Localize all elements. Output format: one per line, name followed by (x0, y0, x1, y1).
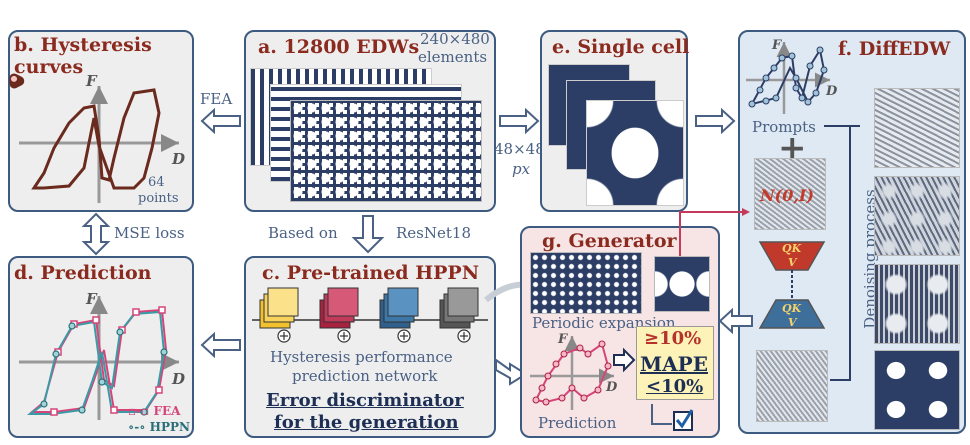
mse-loss-label: MSE loss (114, 224, 185, 242)
edw-size-2: elements (418, 48, 488, 66)
feedback-line (679, 208, 750, 256)
legend-hppn-text: HPPN (149, 420, 190, 434)
panel-a-title: a. 12800 EDWs (258, 36, 420, 58)
resnet-label: ResNet18 (396, 224, 471, 242)
based-on-label: Based on (268, 224, 338, 242)
mse-double-arrow (81, 212, 111, 256)
unet-block (758, 241, 826, 329)
error-disc-1: Error discriminator (266, 390, 464, 411)
axis-d-b: D (172, 150, 186, 168)
arrow-hppn-to-generator (495, 358, 528, 386)
qkv-bottom-label: QK (782, 302, 802, 315)
axis-f-d: F (86, 290, 97, 308)
mape-lt10: <10% (646, 376, 704, 397)
axis-d-g: D (606, 380, 618, 395)
mape-label: MAPE (640, 352, 708, 376)
network-blocks (252, 287, 488, 343)
panel-e-title: e. Single cell (552, 36, 690, 58)
axis-f-g: F (558, 332, 568, 347)
mape-box (636, 326, 714, 400)
curve-point (9, 74, 19, 84)
prompts-label: Prompts (752, 118, 816, 136)
panel-d-title: d. Prediction (14, 262, 152, 284)
edw-stack-3 (290, 100, 482, 202)
mape-ge10: ≥10% (644, 328, 702, 349)
checkbox-icon (651, 404, 694, 431)
generated-cell (654, 256, 710, 312)
legend-fea: ▫-▫ FEA (128, 404, 180, 418)
axis-f-b: F (86, 72, 97, 90)
v-bottom-label: V (788, 316, 797, 329)
down-arrow-to-hppn (351, 215, 385, 254)
panel-b-title-1: b. Hysteresis (14, 34, 152, 56)
periodic-pattern (530, 252, 642, 314)
cell-size-2: px (512, 160, 531, 178)
panel-g-title: g. Generator (542, 230, 677, 252)
points-label-2: points (138, 191, 179, 206)
prediction-label: Prediction (538, 414, 617, 432)
axis-f-f: F (772, 38, 782, 53)
hysteresis-plot (9, 73, 179, 203)
panel-c-title: c. Pre-trained HPPN (262, 262, 480, 284)
right-arrow-to-cell (499, 107, 540, 135)
left-arrow-to-prediction (200, 331, 241, 359)
legend-hppn: ∘-∘ HPPN (128, 420, 190, 434)
fea-connector-label: FEA (200, 90, 233, 108)
v-top-label: V (788, 256, 797, 269)
cell-stack-3 (586, 100, 684, 206)
legend-fea-marker: ▫-▫ (128, 404, 154, 418)
diffedw-prompt-curve (746, 42, 830, 114)
noise-label: N(0,I) (760, 186, 814, 205)
legend-hppn-marker: ∘-∘ (128, 420, 150, 434)
cell-size-1: 48×48 (494, 140, 545, 158)
edw-size-1: 240×480 (420, 30, 490, 48)
left-arrow-to-generator (718, 307, 753, 335)
hppn-desc-1: Hysteresis performance (270, 348, 453, 366)
axis-d-f: D (826, 84, 838, 99)
axis-d-d: D (172, 370, 186, 388)
left-arrow-fea (200, 107, 241, 135)
denoise-step-4 (874, 350, 960, 430)
panel-f-title: f. DiffEDW (838, 38, 951, 60)
diffedw-flow-lines (824, 125, 860, 381)
noise-image-top (754, 158, 826, 230)
points-label-1: 64 (148, 175, 165, 190)
denoise-step-2 (874, 176, 960, 256)
denoise-step-1 (874, 88, 960, 168)
prediction-plot (19, 296, 179, 420)
legend-fea-text: FEA (153, 404, 181, 418)
error-disc-2: for the generation (274, 412, 459, 433)
right-arrow-to-diffedw (695, 107, 736, 135)
generator-prediction-curve (530, 336, 614, 410)
hppn-desc-2: prediction network (292, 367, 438, 385)
denoise-step-3 (874, 264, 960, 344)
qkv-top-label: QK (782, 242, 802, 255)
panel-hppn (244, 256, 496, 438)
panel-b-title-2: curves (14, 56, 84, 78)
mape-arrow (613, 347, 636, 373)
noise-image-bottom (756, 350, 828, 422)
